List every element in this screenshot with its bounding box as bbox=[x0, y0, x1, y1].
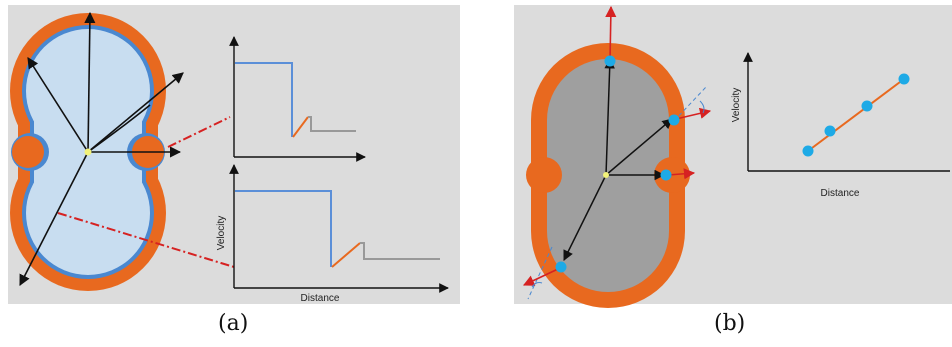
plot-ylabel: Velocity bbox=[731, 88, 742, 122]
red-arrow-upper-right bbox=[675, 107, 712, 120]
radial-arrow-lower-left bbox=[19, 151, 89, 286]
upper-velocity-plot bbox=[229, 36, 366, 162]
surface-point-lower-left bbox=[555, 261, 567, 273]
plot-point-3 bbox=[861, 100, 873, 112]
upper-plot-tail bbox=[308, 116, 356, 132]
lower-plot-ylabel: Velocity bbox=[216, 216, 227, 250]
panel-a-diagram: Velocity Distance bbox=[8, 11, 449, 304]
red-arrow-up bbox=[605, 5, 617, 62]
plot-point-2 bbox=[824, 125, 836, 137]
radial-arrow-upper-left bbox=[27, 57, 89, 153]
radial-arrow-upper-right bbox=[605, 118, 673, 176]
connector-lower bbox=[57, 212, 235, 268]
plot-point-1 bbox=[802, 145, 814, 157]
radial-arrow-lower-left bbox=[563, 174, 607, 261]
red-arrow-right bbox=[667, 168, 696, 180]
surface-point-top bbox=[604, 55, 616, 67]
angle-mark-right bbox=[699, 100, 705, 114]
panel-b: Velocity Distance bbox=[514, 5, 952, 308]
guide-dashed-right bbox=[673, 86, 707, 122]
plot-xlabel: Distance bbox=[821, 188, 860, 199]
angle-mark-lower-left bbox=[531, 282, 543, 288]
center-point bbox=[84, 148, 92, 156]
panel-a: Velocity Distance bbox=[8, 5, 460, 304]
surface-point-upper-right bbox=[668, 114, 680, 126]
caption-a: (a) bbox=[218, 311, 249, 336]
radial-arrow-up bbox=[604, 57, 615, 176]
connector-upper bbox=[167, 116, 231, 148]
radial-arrow-up bbox=[84, 11, 96, 153]
caption-b: (b) bbox=[714, 311, 746, 336]
inner-region-shape bbox=[11, 29, 165, 275]
upper-plot-step-curve bbox=[235, 62, 293, 137]
plot-trend-line bbox=[807, 78, 905, 152]
curved-arrow-upper-right bbox=[87, 104, 151, 153]
center-point bbox=[603, 172, 609, 178]
lower-plot-xlabel: Distance bbox=[301, 293, 340, 304]
lower-plot-tail bbox=[360, 242, 440, 260]
red-arrow-lower-left bbox=[522, 268, 559, 286]
lower-plot-ramp bbox=[331, 242, 361, 268]
panel-b-diagram: Velocity Distance bbox=[522, 5, 950, 308]
radial-arrow-upper-right bbox=[87, 72, 184, 153]
velocity-distance-plot: Velocity Distance bbox=[731, 52, 950, 199]
plot-point-4 bbox=[898, 73, 910, 85]
upper-plot-ramp bbox=[292, 116, 309, 138]
lower-velocity-plot: Velocity Distance bbox=[216, 164, 449, 304]
lower-plot-step-curve bbox=[235, 190, 332, 267]
surface-point-right bbox=[660, 169, 672, 181]
guide-dashed-lower-left bbox=[527, 246, 553, 300]
